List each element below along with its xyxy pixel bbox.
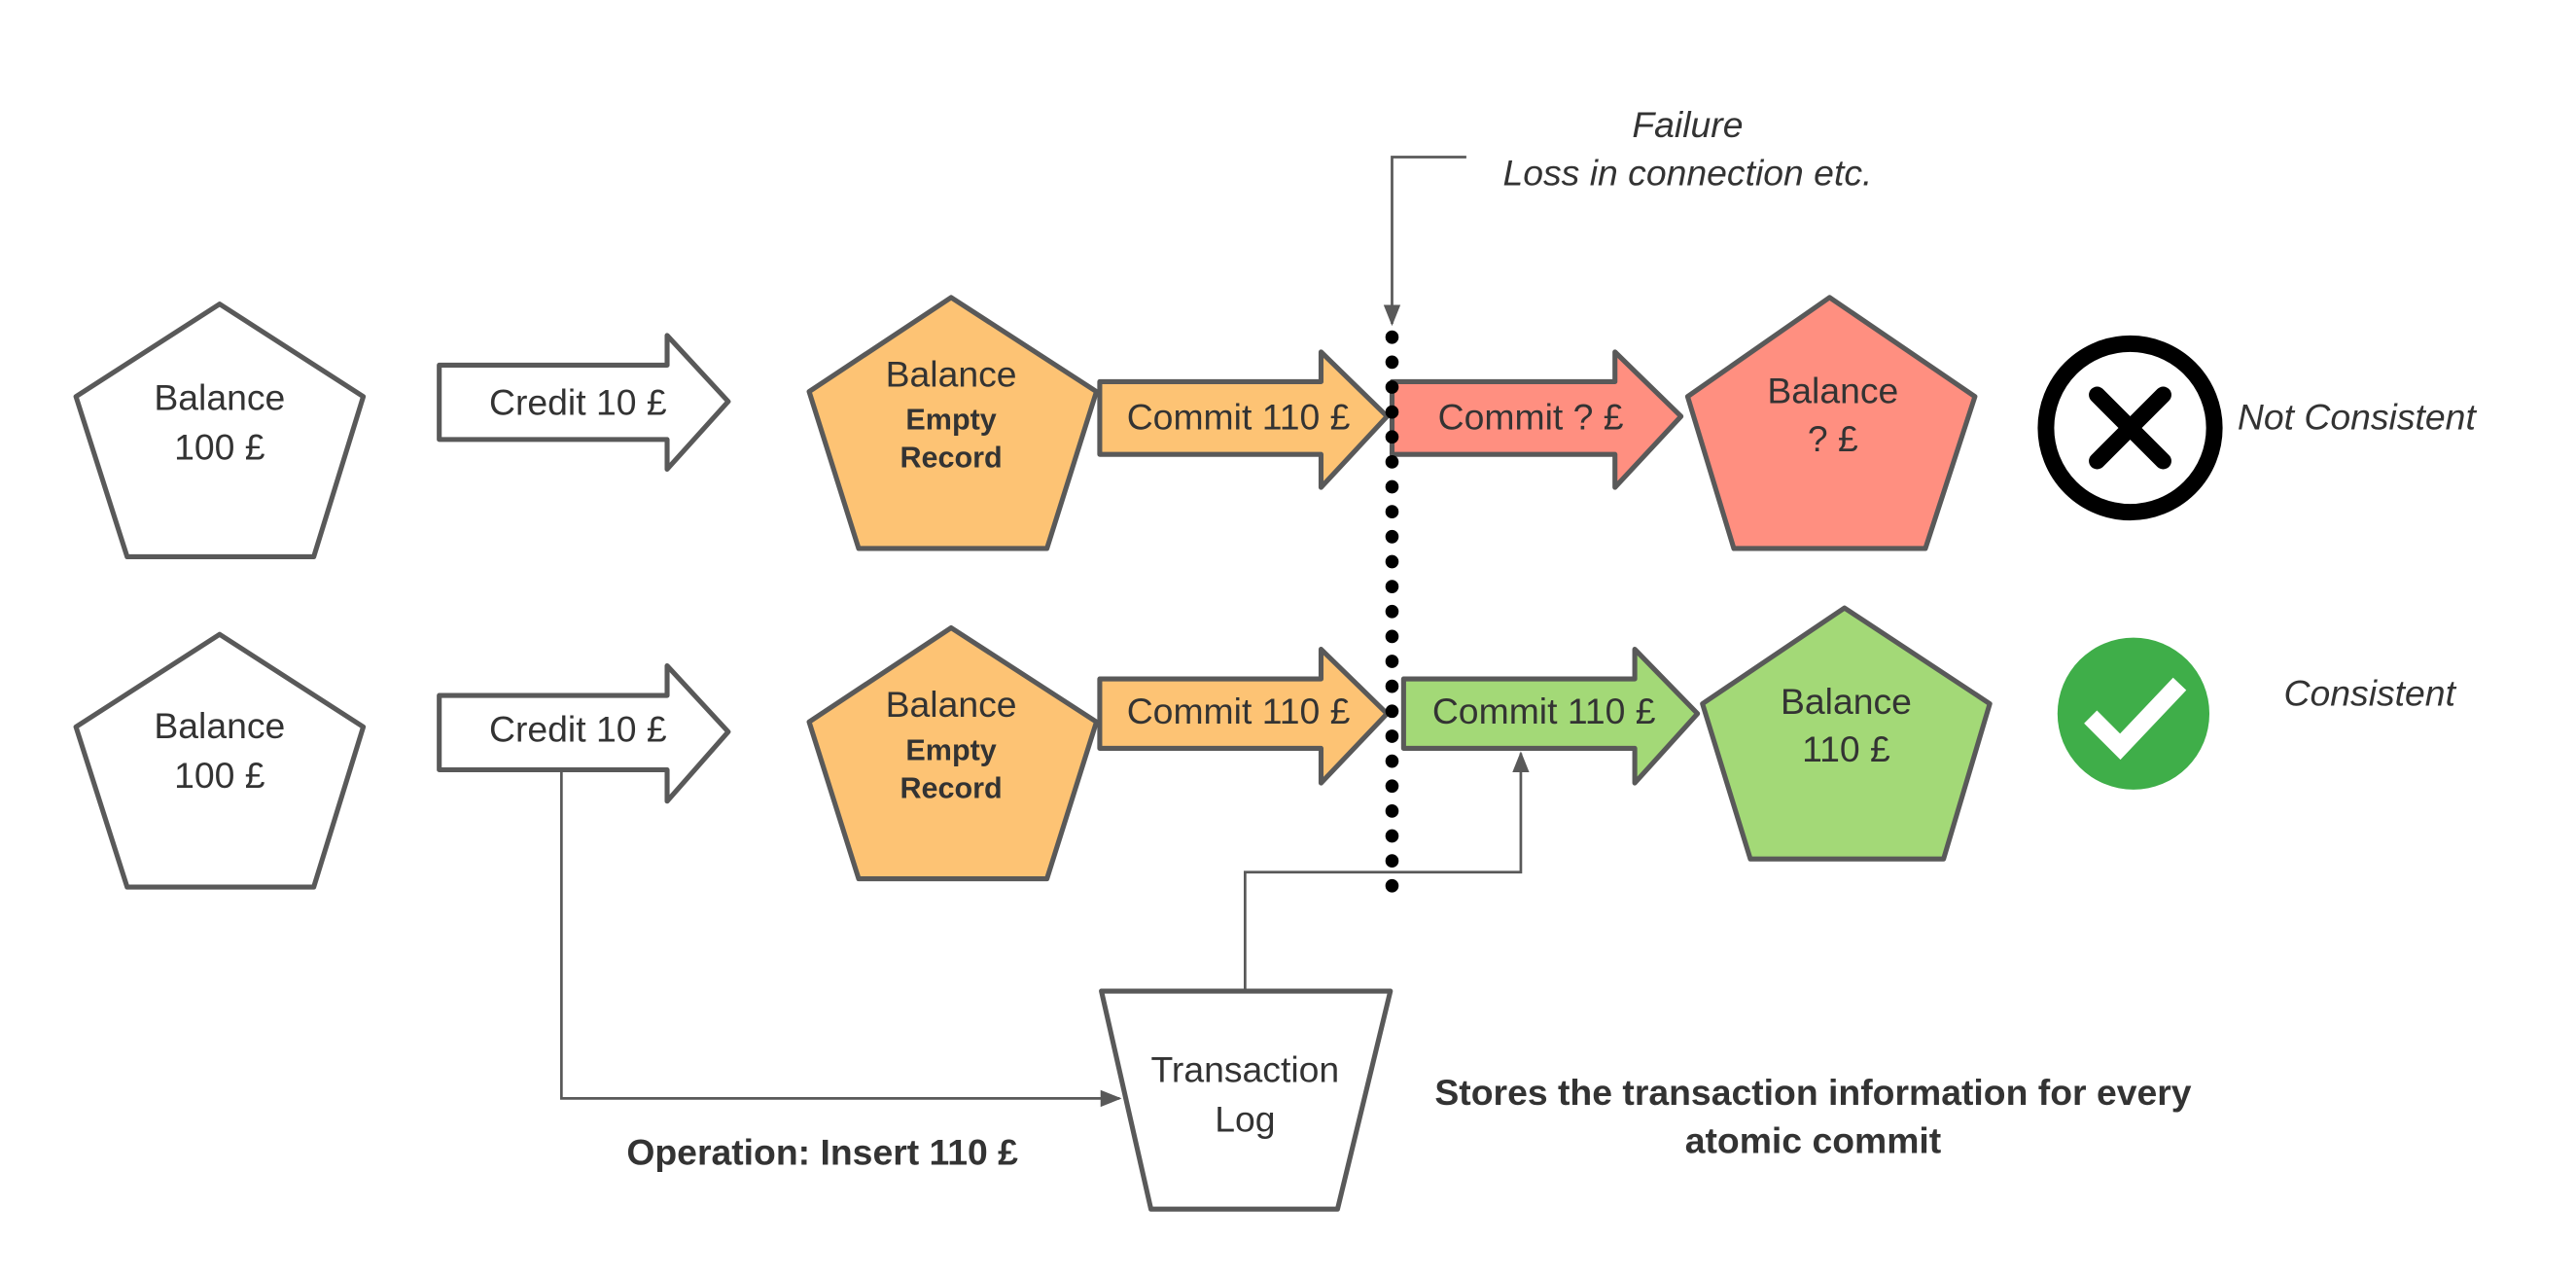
row1-start-balance: Balance 100 £	[73, 302, 367, 559]
failure-connector	[1383, 156, 1466, 327]
label: 100 £	[174, 755, 265, 796]
row2-recovered-commit-arrow: Commit 110 £	[1400, 646, 1701, 786]
log-note-line2: atomic commit	[1685, 1119, 1942, 1160]
label: Commit 110 £	[1127, 397, 1351, 438]
label: Balance	[886, 684, 1017, 725]
label: Balance	[886, 354, 1017, 395]
row1-failed-commit-arrow: Commit ? £	[1389, 349, 1684, 490]
row1-commit-arrow: Commit 110 £	[1097, 349, 1390, 490]
row2-status: Consistent	[2284, 672, 2457, 713]
label: Transaction	[1150, 1048, 1339, 1089]
row2-credit-arrow: Credit 10 £	[437, 662, 731, 804]
transaction-log: Transaction Log	[1099, 988, 1394, 1212]
row2-commit-arrow: Commit 110 £	[1097, 646, 1390, 786]
log-note-line1: Stores the transaction information for e…	[1434, 1072, 2191, 1113]
label: Record	[900, 442, 1002, 475]
row1-status: Not Consistent	[2238, 397, 2478, 438]
check-circle-icon	[2057, 637, 2210, 790]
row1-result-balance: Balance ? £	[1684, 295, 1978, 551]
log-recover-connector	[1243, 751, 1530, 992]
row1-pending-balance: Balance Empty Record	[806, 295, 1100, 551]
label: Commit 110 £	[1127, 691, 1351, 731]
row2-pending-balance: Balance Empty Record	[806, 624, 1100, 882]
label: Commit 110 £	[1432, 691, 1656, 731]
label: ? £	[1808, 418, 1858, 459]
label: Empty	[905, 733, 996, 766]
x-circle-icon	[2037, 335, 2223, 521]
label: Commit ? £	[1438, 397, 1624, 438]
label: Log	[1215, 1098, 1275, 1139]
label: Balance	[1781, 681, 1912, 722]
label: 110 £	[1802, 728, 1890, 769]
log-insert-connector	[559, 769, 1122, 1108]
label: Credit 10 £	[489, 381, 667, 422]
label: Balance	[154, 376, 285, 417]
label: Record	[900, 771, 1002, 804]
label: 100 £	[174, 426, 265, 467]
label: Credit 10 £	[489, 709, 667, 750]
operation-label: Operation: Insert 110 £	[626, 1131, 1018, 1172]
row2-start-balance: Balance 100 £	[73, 631, 367, 890]
row1-credit-arrow: Credit 10 £	[437, 333, 731, 472]
row2-result-balance: Balance 110 £	[1700, 605, 1993, 862]
label: Balance	[1767, 371, 1898, 411]
failure-title: Failure	[1632, 104, 1743, 145]
label: Empty	[905, 404, 996, 437]
label: Balance	[154, 705, 285, 746]
failure-subtitle: Loss in connection etc.	[1502, 152, 1872, 193]
